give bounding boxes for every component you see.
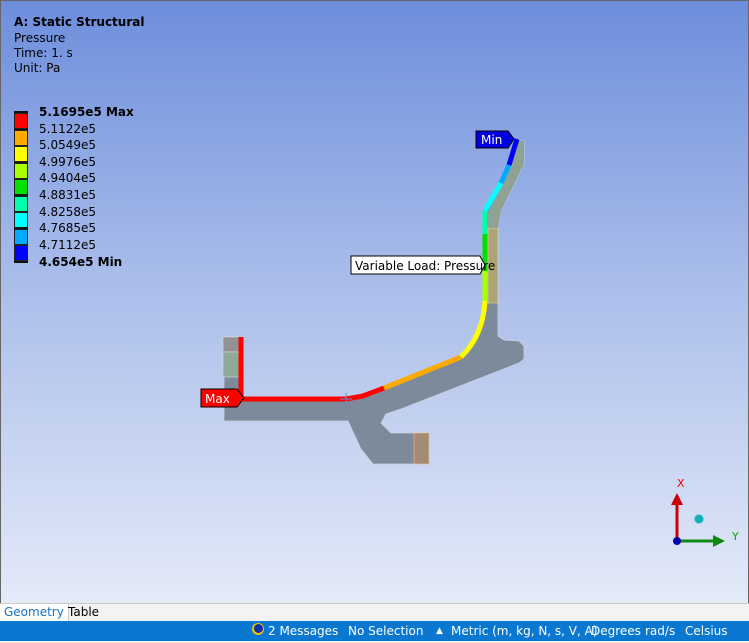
max-label: Max <box>205 392 230 406</box>
unit-system[interactable]: Metric (m, kg, N, s, V, A) <box>451 624 598 638</box>
legend-min: 4.654e5 Min <box>39 255 123 269</box>
analysis-title: A: Static Structural <box>14 15 145 29</box>
contour-segment <box>482 181 504 213</box>
load-annotation[interactable]: Variable Load: Pressure <box>350 255 495 275</box>
contour-segment <box>459 300 488 359</box>
angular-velocity-unit[interactable]: rad/s <box>645 624 676 638</box>
legend-level: 4.9976e5 <box>39 155 97 169</box>
cursor-crosshair-icon <box>340 393 352 405</box>
tab-table[interactable]: Table <box>68 605 100 619</box>
min-probe[interactable]: Min <box>475 130 515 149</box>
legend-color-swatch <box>14 162 28 179</box>
legend-level: 4.8258e5 <box>39 205 97 219</box>
status-bar: 2 Messages No Selection ▲ Metric (m, kg,… <box>0 621 749 641</box>
face-region <box>488 141 524 228</box>
legend-color-swatch <box>14 212 28 229</box>
legend-level: 4.7685e5 <box>39 221 97 235</box>
model-geometry[interactable]: Min Max Variable Load: Pressure X Y <box>1 1 748 603</box>
max-probe[interactable]: Max <box>200 388 245 408</box>
legend-color-swatch <box>14 113 28 130</box>
legend-level: 4.8831e5 <box>39 188 97 202</box>
face-region <box>413 432 430 465</box>
contour-segment <box>498 163 512 185</box>
coordinate-triad[interactable]: X Y <box>671 477 739 547</box>
legend-max: 5.1695e5 Max <box>39 105 134 119</box>
angle-unit[interactable]: Degrees <box>591 624 641 638</box>
triad-x-label: X <box>677 477 685 490</box>
result-unit: Unit: Pa <box>14 61 61 75</box>
contour-segment <box>383 354 462 391</box>
caret-up-icon[interactable]: ▲ <box>436 626 443 636</box>
messages-icon[interactable] <box>252 623 264 635</box>
face-region <box>222 336 240 353</box>
result-name: Pressure <box>14 31 66 45</box>
contour-segment <box>238 337 385 402</box>
face-region <box>222 351 240 378</box>
legend-level: 4.9404e5 <box>39 171 97 185</box>
legend-color-swatch <box>14 179 28 196</box>
legend-color-swatch <box>14 129 28 146</box>
legend-level: 4.7112e5 <box>39 238 97 252</box>
result-time: Time: 1. s <box>14 46 73 60</box>
graphics-viewport[interactable]: A: Static Structural Pressure Time: 1. s… <box>0 0 749 604</box>
legend-color-swatch <box>14 146 28 163</box>
legend-level: 5.1122e5 <box>39 122 97 136</box>
messages-count[interactable]: 2 Messages <box>268 624 339 638</box>
tab-geometry[interactable]: Geometry <box>0 604 69 622</box>
selection-status: No Selection <box>348 624 424 638</box>
min-label: Min <box>481 133 502 147</box>
temperature-unit[interactable]: Celsius <box>685 624 728 638</box>
contour-segment <box>506 138 520 166</box>
triad-y-label: Y <box>731 530 739 543</box>
legend-level: 5.0549e5 <box>39 138 97 152</box>
legend-color-swatch <box>14 245 28 262</box>
load-label: Variable Load: Pressure <box>355 259 495 273</box>
part-body[interactable] <box>223 140 525 465</box>
tab-bar: Geometry Table <box>0 603 749 622</box>
legend-color-swatch <box>14 195 28 212</box>
legend-color-swatch <box>14 228 28 245</box>
